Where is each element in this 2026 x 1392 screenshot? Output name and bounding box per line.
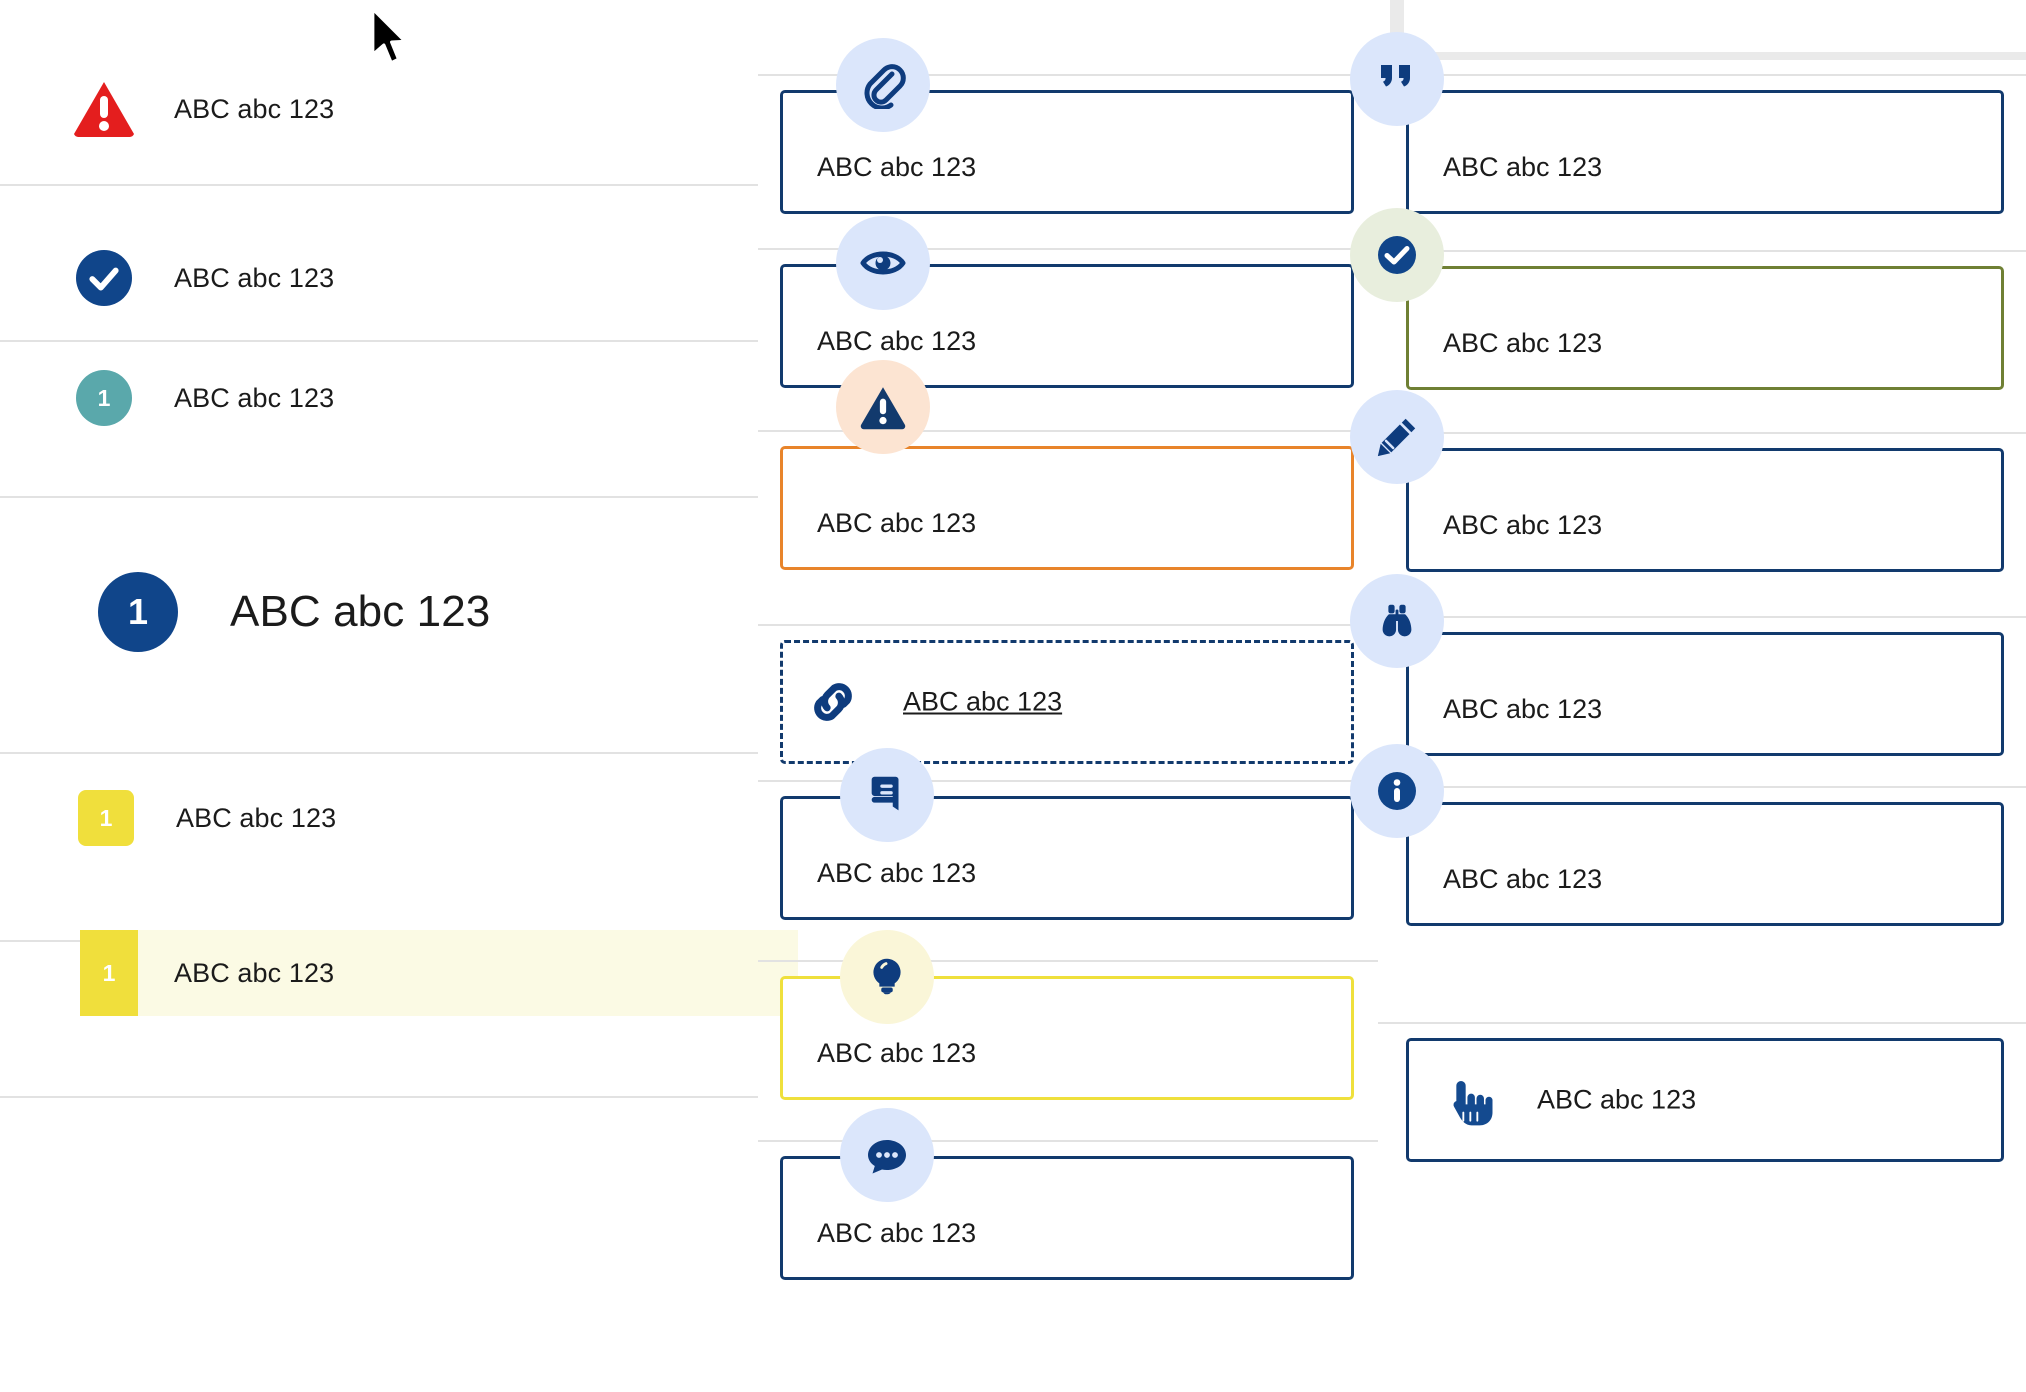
sidebar-item-numbered-yellow-highlight[interactable]: 1 ABC abc 123 <box>80 930 798 1016</box>
card-label: ABC abc 123 <box>817 1218 977 1248</box>
sidebar: ABC abc 123 ABC abc 123 1 ABC abc 123 1 … <box>0 0 798 1392</box>
number-badge: 1 <box>76 370 132 426</box>
card-label: ABC abc 123 <box>1443 152 1603 182</box>
sidebar-item-danger-alert[interactable]: ABC abc 123 <box>72 80 334 138</box>
card-label: ABC abc 123 <box>817 858 977 888</box>
quote-card[interactable]: ABC abc 123 <box>1406 90 2004 214</box>
sidebar-item-label: ABC abc 123 <box>176 802 337 833</box>
book-icon <box>840 748 934 842</box>
card-divider <box>1378 786 2026 788</box>
card-label: ABC abc 123 <box>1443 864 1603 894</box>
card-divider <box>1378 250 2026 252</box>
badge-number: 1 <box>102 959 116 986</box>
card-divider <box>758 960 1378 962</box>
pointing-hand-icon <box>1421 1055 1515 1149</box>
card-label: ABC abc 123 <box>817 1038 977 1068</box>
sidebar-item-label: ABC abc 123 <box>174 957 335 988</box>
check-circle-icon <box>1350 208 1444 302</box>
sidebar-divider <box>0 340 758 342</box>
lightbulb-icon <box>840 930 934 1024</box>
badge-number: 1 <box>97 384 111 411</box>
mouse-cursor <box>368 6 410 68</box>
badge-number: 1 <box>127 591 149 632</box>
warning-triangle-icon <box>72 80 136 138</box>
sidebar-divider <box>0 752 758 754</box>
edit-card[interactable]: ABC abc 123 <box>1406 448 2004 572</box>
quotation-marks-icon <box>1350 32 1444 126</box>
card-label: ABC abc 123 <box>1443 694 1603 724</box>
speech-bubble-icon <box>840 1108 934 1202</box>
card-divider <box>1378 1022 2026 1024</box>
sidebar-divider <box>0 496 758 498</box>
binoculars-icon <box>1350 574 1444 668</box>
sidebar-item-numbered-yellow[interactable]: 1 ABC abc 123 <box>78 790 336 846</box>
info-circle-icon <box>1350 744 1444 838</box>
sidebar-divider <box>0 184 758 186</box>
sidebar-item-label: ABC abc 123 <box>174 382 335 413</box>
card-label: ABC abc 123 <box>817 152 977 182</box>
sidebar-item-success-check[interactable]: ABC abc 123 <box>76 250 334 306</box>
number-badge-square: 1 <box>78 790 134 846</box>
number-badge-flat: 1 <box>80 930 138 1016</box>
card-divider <box>1378 616 2026 618</box>
card-divider <box>758 248 1378 250</box>
observe-card[interactable]: ABC abc 123 <box>1406 632 2004 756</box>
check-circle-icon <box>76 250 132 306</box>
background-panel-inner <box>1404 0 2026 52</box>
card-divider <box>758 74 1378 76</box>
sidebar-item-label: ABC abc 123 <box>174 93 335 124</box>
card-divider <box>758 780 1378 782</box>
info-card[interactable]: ABC abc 123 <box>1406 802 2004 926</box>
card-divider <box>1378 74 2026 76</box>
card-label: ABC abc 123 <box>1443 328 1603 358</box>
sidebar-item-label: ABC abc 123 <box>174 262 335 293</box>
eye-icon <box>836 216 930 310</box>
card-divider <box>758 1140 1378 1142</box>
action-card[interactable]: ABC abc 123 <box>1406 1038 2004 1162</box>
card-divider <box>758 624 1378 626</box>
card-label: ABC abc 123 <box>817 508 977 538</box>
warning-card[interactable]: ABC abc 123 <box>780 446 1354 570</box>
pencil-icon <box>1350 390 1444 484</box>
warning-triangle-icon <box>836 360 930 454</box>
badge-number: 1 <box>99 804 113 831</box>
approved-card[interactable]: ABC abc 123 <box>1406 266 2004 390</box>
paperclip-icon <box>836 38 930 132</box>
card-divider <box>1378 432 2026 434</box>
sidebar-item-label: ABC abc 123 <box>230 587 491 636</box>
link-chain-icon <box>786 655 880 749</box>
card-label: ABC abc 123 <box>1537 1084 1697 1115</box>
card-label: ABC abc 123 <box>1443 510 1603 540</box>
cards-area: ABC abc 123 ABC abc 123 ABC abc 123 <box>758 0 2026 1392</box>
sidebar-item-numbered-large[interactable]: 1 ABC abc 123 <box>98 572 490 652</box>
card-divider <box>758 430 1378 432</box>
sidebar-item-numbered-teal[interactable]: 1 ABC abc 123 <box>76 370 334 426</box>
card-label: ABC abc 123 <box>817 326 977 356</box>
sidebar-divider <box>0 1096 758 1098</box>
link-card[interactable]: ABC abc 123 <box>780 640 1354 764</box>
number-badge-large: 1 <box>98 572 178 652</box>
card-link-label[interactable]: ABC abc 123 <box>903 686 1063 717</box>
